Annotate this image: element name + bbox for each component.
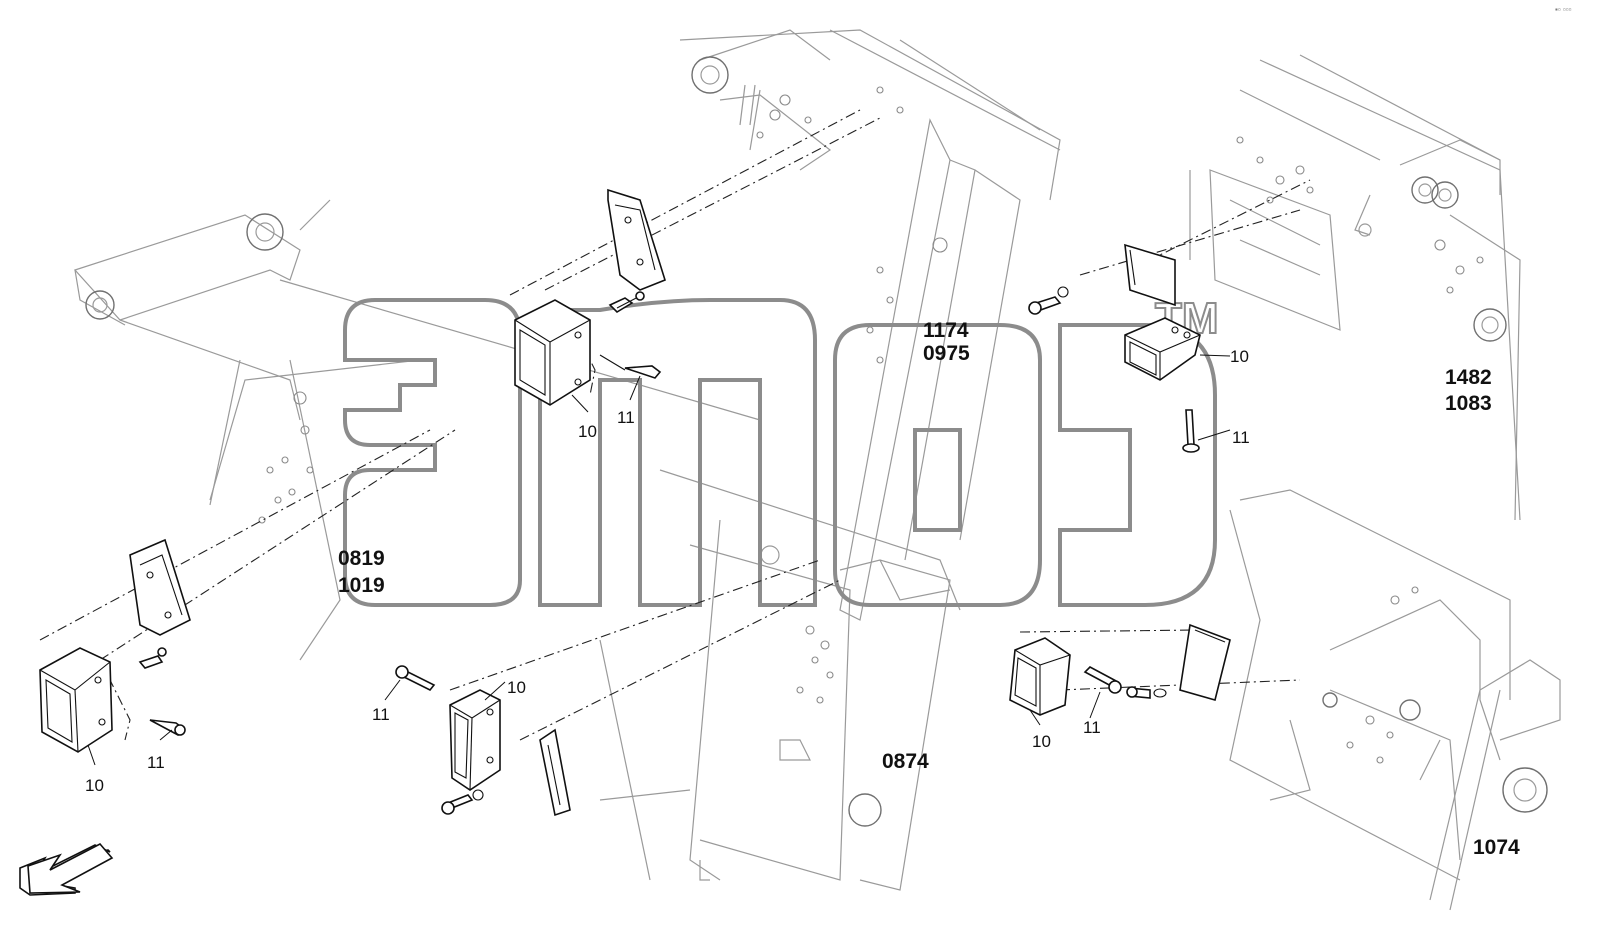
direction-arrow-icon: [19, 842, 114, 896]
callout-reflector-3: 10: [507, 678, 526, 697]
callout-bolt-5: 11: [1083, 718, 1101, 737]
callout-bolt-2: 11: [147, 753, 165, 772]
reflector-assembly-1: [514, 188, 666, 406]
callout-bolt-3: 11: [372, 705, 390, 724]
section-code-a1: 1174: [923, 319, 969, 342]
section-code-c2: 1019: [338, 574, 385, 597]
callout-reflector-4: 10: [1230, 347, 1249, 366]
reflector-assembly-2: [39, 538, 191, 753]
machine-frame: [73, 29, 1561, 911]
watermark-logo: TM: [343, 293, 1220, 607]
section-code-c1: 0819: [338, 547, 385, 570]
leader-lines: [87, 354, 1231, 766]
callout-reflector-2: 10: [85, 776, 104, 795]
assembly-lines: [39, 109, 1311, 761]
reflector-assembly-3: [395, 665, 571, 817]
section-code-b2: 1083: [1445, 392, 1492, 415]
section-code-e: 1074: [1473, 836, 1520, 859]
section-codes: 1174 0975 1482 1083 0819 1019 0874 1074: [338, 319, 1520, 859]
corner-mark: ▪▫ ▫▫▫: [1555, 5, 1572, 14]
callout-reflector-1: 10: [578, 422, 597, 441]
section-code-b1: 1482: [1445, 366, 1492, 389]
reflector-assembly-4: [1028, 243, 1201, 453]
callout-bolt-1: 11: [617, 408, 635, 427]
callout-reflector-5: 10: [1032, 732, 1051, 751]
callout-numbers: 10 11 10 11 10 11 10 11 10 11: [85, 347, 1250, 795]
section-code-a2: 0975: [923, 342, 970, 365]
callout-bolt-4: 11: [1232, 428, 1250, 447]
reflector-assembly-5: [1009, 623, 1231, 716]
section-code-d: 0874: [882, 750, 929, 773]
frame-holes: [258, 86, 1484, 764]
